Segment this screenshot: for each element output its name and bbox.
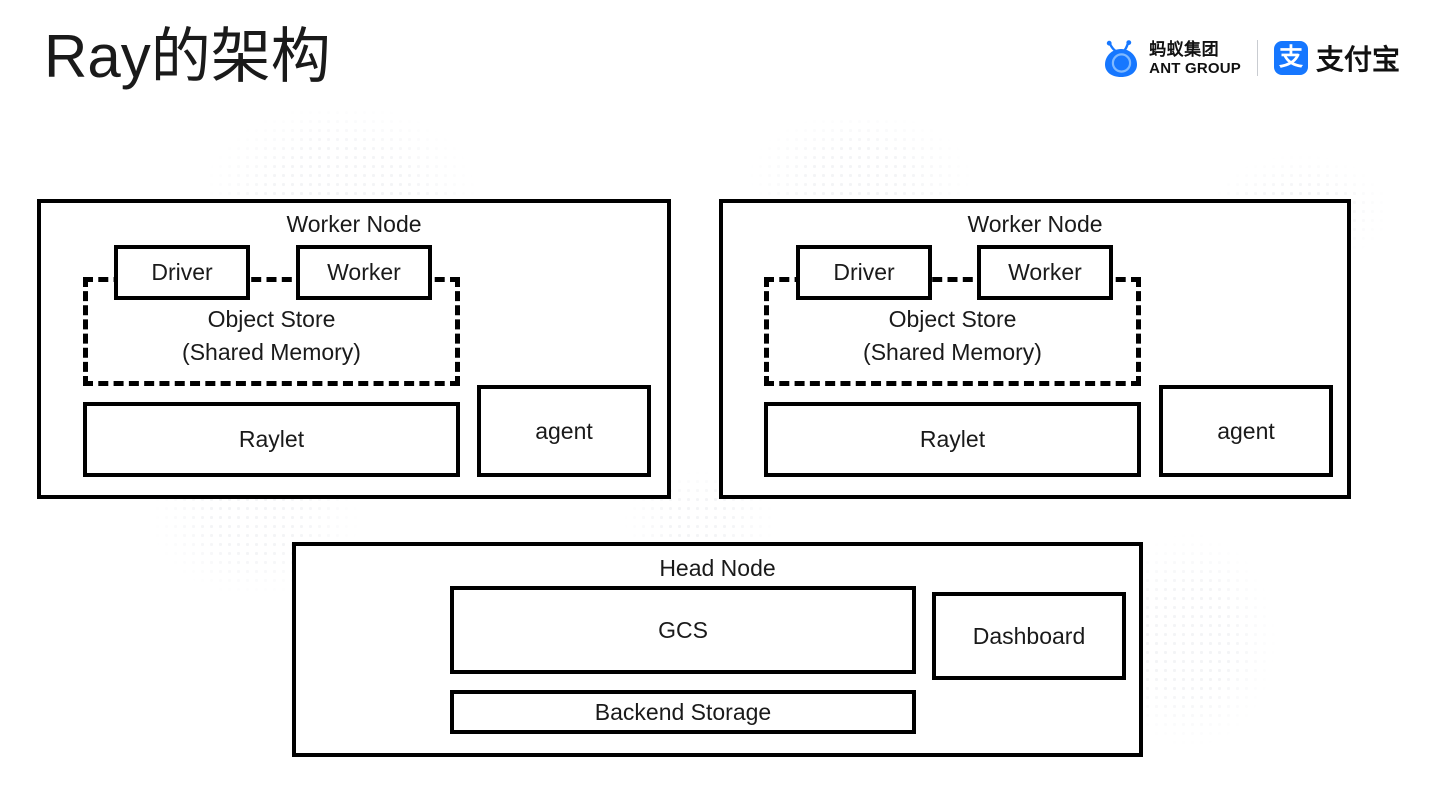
- head-node-dashboard-label: Dashboard: [972, 622, 1086, 649]
- ant-group-name-cn: 蚂蚁集团: [1149, 39, 1220, 59]
- head-node-dashboard-box: Dashboard: [932, 592, 1126, 680]
- worker-node-1-agent-label: agent: [535, 417, 593, 444]
- worker-node-2-agent-label: agent: [1217, 417, 1275, 444]
- head-node-backend-storage-box: Backend Storage: [450, 690, 916, 734]
- worker-node-2-object-store-label: Object Store (Shared Memory): [863, 306, 1042, 366]
- worker-node-1-object-store-label: Object Store (Shared Memory): [182, 306, 361, 366]
- ant-group-logo: 蚂蚁集团 ANT GROUP: [1102, 38, 1241, 78]
- worker-node-2-raylet-label: Raylet: [919, 426, 986, 453]
- worker-node-2-agent-box: agent: [1159, 385, 1333, 477]
- ant-group-name-en: ANT GROUP: [1149, 59, 1241, 77]
- worker-node-2-driver-label: Driver: [833, 259, 895, 286]
- ant-group-wordmark: 蚂蚁集团 ANT GROUP: [1149, 41, 1241, 76]
- logo-bar: 蚂蚁集团 ANT GROUP 支 支付宝: [1102, 36, 1400, 80]
- alipay-logo-icon: 支: [1273, 41, 1308, 75]
- worker-node-1-agent-box: agent: [477, 385, 651, 477]
- worker-node-1-raylet-label: Raylet: [238, 426, 305, 453]
- worker-node-2-raylet-box: Raylet: [764, 402, 1141, 477]
- head-node-gcs-box: GCS: [450, 586, 916, 674]
- worker-node-1-driver-box: Driver: [114, 245, 250, 300]
- head-node-title: Head Node: [659, 555, 776, 581]
- ant-group-logo-icon: [1105, 40, 1138, 77]
- logo-divider: [1256, 40, 1258, 76]
- worker-node-2-worker-label: Worker: [1008, 259, 1082, 286]
- alipay-logo: 支 支付宝: [1273, 38, 1400, 78]
- worker-node-2-title: Worker Node: [967, 211, 1103, 237]
- worker-node-1-title: Worker Node: [286, 211, 422, 237]
- worker-node-1-raylet-box: Raylet: [83, 402, 460, 477]
- alipay-name-cn: 支付宝: [1315, 44, 1400, 75]
- head-node-backend-storage-label: Backend Storage: [594, 698, 772, 725]
- page-title: Ray的架构: [44, 23, 331, 90]
- worker-node-1-driver-label: Driver: [151, 259, 213, 286]
- worker-node-2-worker-box: Worker: [977, 245, 1113, 300]
- head-node-gcs-label: GCS: [658, 616, 708, 643]
- worker-node-1-worker-box: Worker: [296, 245, 432, 300]
- worker-node-2-driver-box: Driver: [796, 245, 932, 300]
- worker-node-1-worker-label: Worker: [327, 259, 401, 286]
